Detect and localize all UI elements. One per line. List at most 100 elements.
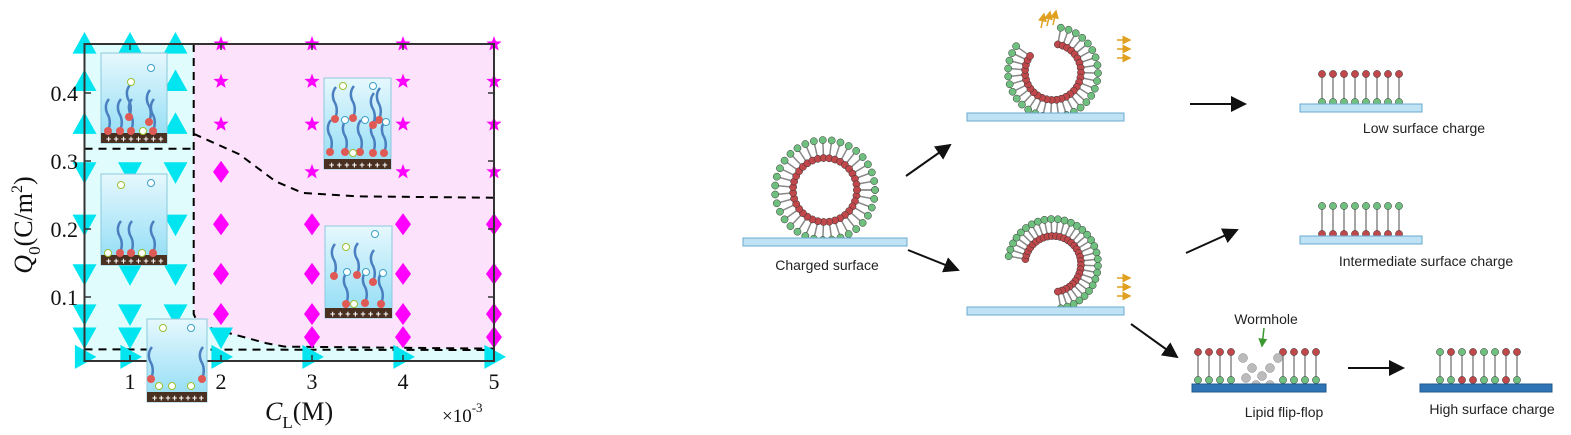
diamond-marker [213,303,229,325]
lipid-head [1491,348,1499,356]
ion [371,230,379,238]
lipid-head [871,186,879,194]
water-box [100,173,168,266]
lipid-head [818,136,827,144]
plus-charge: + [143,134,148,144]
lipid-head [1040,215,1049,224]
plus-charge: + [353,309,358,319]
bilayer-flipflop-right [1279,348,1320,384]
plus-charge: + [158,256,163,266]
ion [361,116,369,124]
lipid-tail [116,220,123,254]
plus-charge: + [113,256,118,266]
lipid-head [369,121,377,129]
lipid-head [375,116,383,124]
triangle-up-marker [163,112,188,134]
triangle-down-marker [209,327,233,350]
diamond-marker [395,326,411,349]
triangle-down-marker [163,214,188,237]
lipid-head [1301,348,1309,356]
charged-substrate [325,308,392,318]
triangle-up-marker [72,32,97,54]
lipid-head [844,142,853,150]
y-tick-label: 0.2 [51,217,79,242]
y-tick-label: 0.1 [51,285,79,310]
x-tick-label: 3 [307,369,318,394]
triangle-right-marker [302,344,324,369]
plus-charge: + [382,160,387,170]
lipid-head [1026,52,1034,60]
lipid-head [780,156,789,165]
ion [369,82,377,90]
plus-charge: + [199,393,204,403]
ion [147,179,155,187]
triangle-down-marker [118,264,142,286]
ion [139,127,147,135]
boundary-bottom [84,348,495,352]
lipid-head [1290,376,1298,384]
lipid-head [341,148,349,156]
lipid-head [1064,25,1073,34]
lipid-head [331,115,339,123]
x-tick-label: 4 [398,369,409,394]
diamond-marker [395,303,411,325]
lipid-head [1005,56,1014,65]
star-marker [395,73,411,88]
ion [339,82,347,90]
star-marker [395,116,411,131]
axes-box [83,43,495,362]
label-charged-surface: Charged surface [775,257,879,273]
lipid-head [853,186,861,194]
ion [155,382,163,390]
ion [350,300,358,308]
lipid-head [1395,70,1403,78]
arrow [1038,12,1047,29]
lipid-tail [342,271,349,305]
ion [341,116,349,124]
lipid-head [793,144,802,153]
vesicle-adsorption-diagram: Charged surface Low surface charge Inter… [742,9,1555,420]
lipid-head [1004,72,1013,81]
lipid-head [771,190,780,199]
lipid-head [852,147,861,155]
lipid-tail [198,346,205,380]
plus-charge: + [151,134,156,144]
lipid-head [116,127,124,135]
charged-surface-bar [1191,383,1327,393]
lipid-head [1078,33,1087,42]
bilayer-high-charge [1436,348,1521,384]
ion [127,78,135,86]
pink-region [193,44,494,349]
diamond-marker [213,213,229,236]
lipid-head [104,127,112,135]
charged-surface-bar [1299,235,1423,245]
lipid-tail [356,119,363,153]
lipid-head [1078,226,1087,234]
lipid-tail [127,220,134,254]
ion [187,324,195,332]
lipid-head [1080,292,1089,300]
plus-charge: + [106,134,111,144]
lipid-head [1005,80,1014,89]
lipid-head [1469,376,1477,384]
plus-charge: + [158,134,163,144]
plus-charge: + [352,160,357,170]
lipid-head [1395,202,1403,210]
star-marker [213,116,229,131]
gray-lipid-head [1273,353,1283,363]
diamond-marker [304,303,320,325]
y-tick-label: 0.3 [51,149,79,174]
triangle-down-marker [118,162,142,184]
lipid-head [1216,348,1224,356]
lipid-head [1054,215,1062,224]
lipid-head [1087,91,1096,100]
star-marker [304,163,320,179]
plus-charge: + [330,309,335,319]
charged-surface-bar [966,306,1125,316]
triangle-down-marker [118,327,142,350]
triangle-right-marker [484,344,506,369]
lipid-head [1301,376,1309,384]
arrow [1185,228,1239,254]
lipid-tail [149,220,156,254]
